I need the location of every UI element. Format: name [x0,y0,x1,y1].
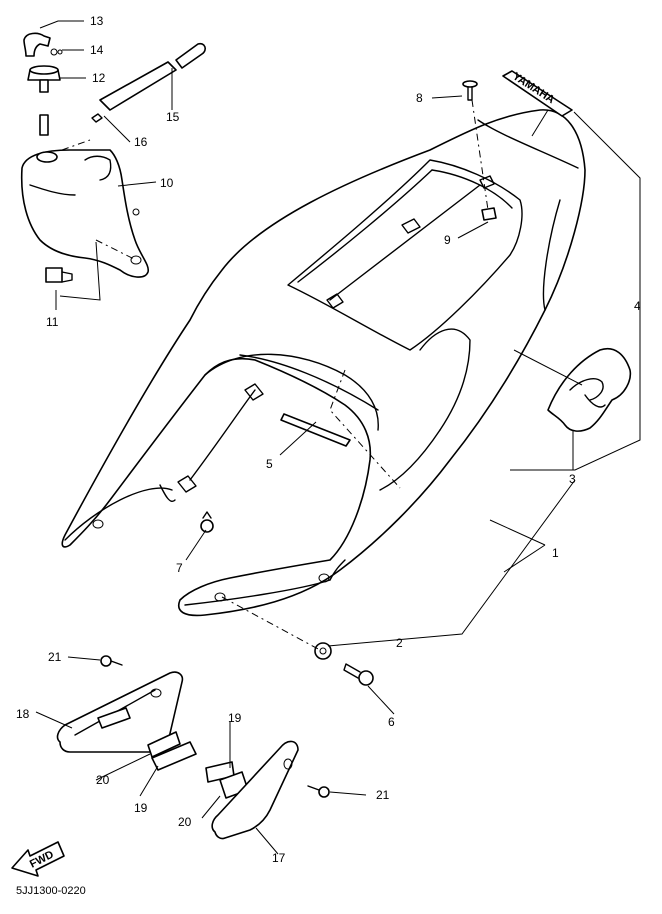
screw-21a [100,655,123,667]
fwd-arrow-icon: FWD [11,841,65,877]
label-19a: 19 [134,801,148,815]
label-20a: 20 [96,773,110,787]
part-labels: 13 14 12 15 16 10 11 8 9 4 3 5 7 1 2 6 2… [16,14,641,865]
label-10: 10 [160,176,174,190]
label-17: 17 [272,851,286,865]
reservoir-tank [20,149,150,278]
label-3: 3 [569,472,576,486]
emblem-text: YAMAHA [510,70,556,106]
label-6: 6 [388,715,395,729]
strip-5 [280,413,351,447]
label-15: 15 [166,110,180,124]
label-19b: 19 [228,711,242,725]
label-2: 2 [396,636,403,650]
label-16: 16 [134,135,148,149]
grommet-2 [314,642,332,660]
screw-21b [307,785,330,798]
label-21a: 21 [48,650,62,664]
diagram-code: 5JJ1300-0220 [16,885,86,897]
label-1: 1 [552,546,559,560]
label-12: 12 [92,71,106,85]
screw-8 [462,80,478,101]
seat-cowl [61,109,586,617]
label-9: 9 [444,233,451,247]
label-20b: 20 [178,815,192,829]
side-cover-18 [56,671,184,753]
valve-assembly [23,32,63,136]
yamaha-emblem: YAMAHA [502,70,573,117]
label-7: 7 [176,561,183,575]
bolt-6 [343,663,374,686]
r1-badge [547,348,632,432]
label-11: 11 [46,315,59,329]
screw-7 [200,511,214,533]
breather-hose [99,42,207,111]
label-8: 8 [416,91,423,105]
damper-19-20 [147,731,249,799]
label-14: 14 [90,43,104,57]
assembly-lines [61,99,489,651]
clip [91,113,103,123]
side-cover-17 [211,740,299,840]
bolt-11 [45,267,73,283]
label-21b: 21 [376,788,390,802]
leader-lines [35,20,641,855]
nut-9 [481,207,497,221]
label-5: 5 [266,457,273,471]
label-13: 13 [90,14,104,28]
label-18: 18 [16,707,30,721]
label-4: 4 [634,299,641,313]
